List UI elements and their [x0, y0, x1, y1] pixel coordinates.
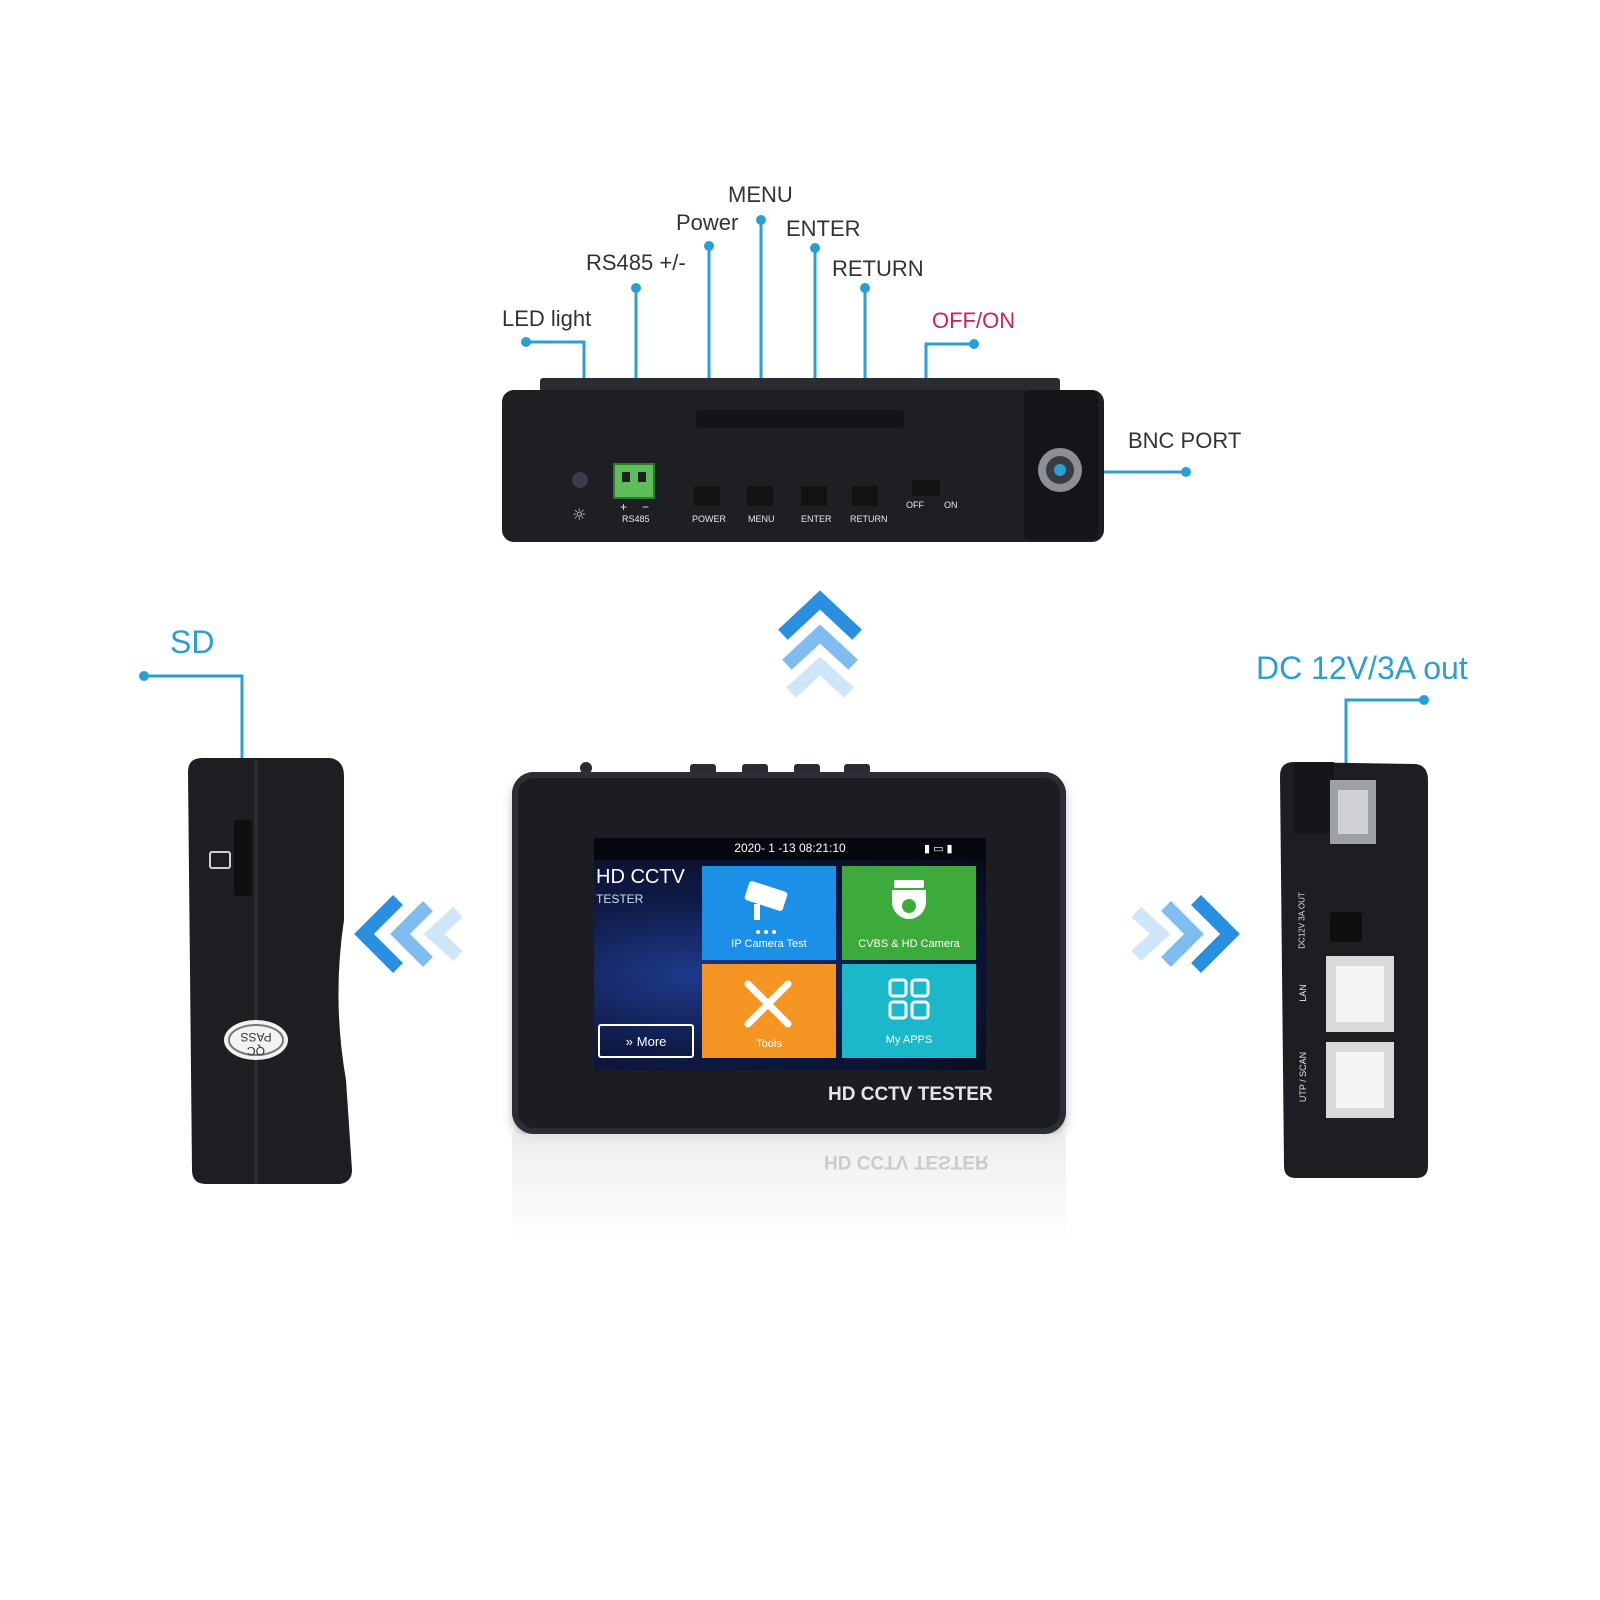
callout-enter: ENTER — [786, 216, 861, 241]
status-icons: ▮ ▭ ▮ — [924, 843, 953, 855]
callout-sd: SD — [170, 624, 215, 660]
tile-my-apps[interactable]: My APPS — [842, 964, 976, 1058]
callout-menu: MENU — [728, 182, 793, 207]
label-on: ON — [944, 500, 958, 510]
tile-label-tools: Tools — [756, 1038, 782, 1050]
callout-off-on: OFF/ON — [932, 308, 1016, 333]
label-return: RETURN — [850, 514, 888, 524]
tile-cvbs-hd-camera[interactable]: CVBS & HD Camera — [842, 866, 976, 960]
more-button-label: More — [636, 1033, 667, 1049]
label-enter: ENTER — [801, 514, 832, 524]
more-button[interactable]: » More — [598, 1024, 694, 1058]
lan-label: LAN — [1297, 984, 1308, 1002]
apps-grid-icon — [842, 964, 976, 1058]
label-rs485: RS485 — [622, 514, 650, 524]
callout-dc-out: DC 12V/3A out — [1256, 650, 1468, 686]
dc-port-label: DC12V 3A OUT — [1297, 892, 1307, 949]
device-reflection-label: HD CCTV TESTER — [824, 1151, 989, 1172]
tile-label-cvbs-hd-camera: CVBS & HD Camera — [858, 938, 960, 950]
screen-datetime: 2020- 1 -13 08:21:10 — [734, 841, 846, 855]
double-chevron-right-icon: » — [625, 1033, 633, 1049]
tile-label-my-apps: My APPS — [885, 1034, 933, 1046]
tile-label-ip-camera-test: IP Camera Test — [731, 938, 807, 950]
label-power: POWER — [692, 514, 727, 524]
label-minus: − — [642, 500, 650, 514]
status-bar — [594, 838, 986, 860]
screen-title: HD CCTV — [596, 866, 685, 888]
screen-subtitle: TESTER — [596, 892, 644, 906]
device-screen: 2020- 1 -13 08:21:10 ▮ ▭ ▮ HD CCTV TESTE… — [594, 838, 986, 1070]
label-menu: MENU — [748, 514, 775, 524]
dome-camera-icon — [842, 866, 976, 960]
callout-return: RETURN — [832, 256, 924, 281]
callout-bnc-port: BNC PORT — [1128, 428, 1242, 453]
label-off: OFF — [906, 500, 924, 510]
qc-pass-badge: QC PASS — [240, 1030, 272, 1058]
callout-rs485: RS485 +/- — [586, 250, 686, 275]
callout-power: Power — [676, 210, 739, 235]
tools-icon — [702, 964, 836, 1058]
label-plus: + — [620, 500, 628, 514]
ip-camera-icon — [702, 866, 836, 960]
device-brand-label: HD CCTV TESTER — [828, 1084, 993, 1105]
device-reflection — [512, 1134, 1066, 1244]
tile-tools[interactable]: Tools — [702, 964, 836, 1058]
tile-ip-camera-test[interactable]: IP Camera Test — [702, 866, 836, 960]
callout-led-light: LED light — [502, 306, 592, 331]
utp-scan-label: UTP / SCAN — [1298, 1051, 1309, 1103]
